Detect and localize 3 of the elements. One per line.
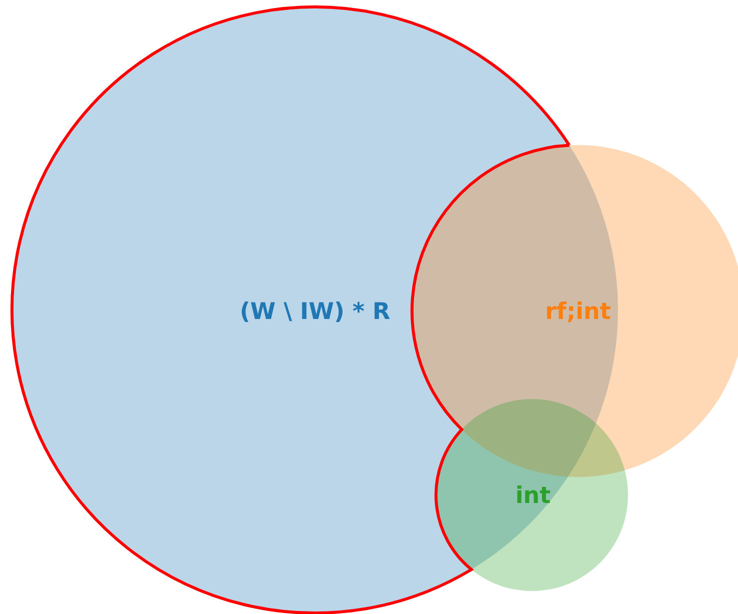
set-label: int bbox=[515, 483, 551, 509]
set-label: rf;int bbox=[545, 299, 611, 325]
set-label: (W \ IW) * R bbox=[240, 299, 390, 325]
